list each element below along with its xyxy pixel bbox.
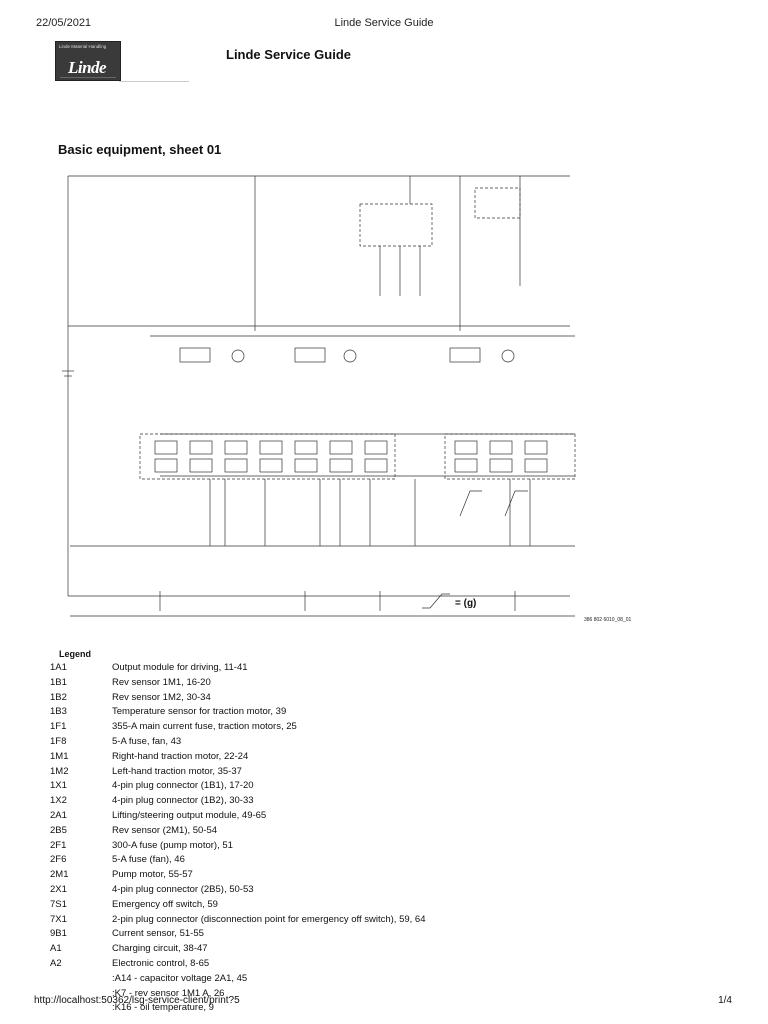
- legend-code: 9B1: [50, 928, 67, 940]
- legend-row: 7X1 2-pin plug connector (disconnection p…: [50, 913, 700, 928]
- legend-desc: Current sensor, 51-55: [112, 928, 204, 940]
- logo-underline: [119, 81, 189, 82]
- legend-row: 1F1 355-A main current fuse, traction mot…: [50, 720, 700, 735]
- legend-desc: 300-A fuse (pump motor), 51: [112, 839, 233, 851]
- legend-desc: 355-A main current fuse, traction motors…: [112, 721, 297, 733]
- legend-desc: 4-pin plug connector (1B1), 17-20: [112, 780, 254, 792]
- legend-code: 1B2: [50, 691, 67, 703]
- legend-row: 1M1 Right-hand traction motor, 22-24: [50, 750, 700, 765]
- legend-row: 2M1 Pump motor, 55-57: [50, 868, 700, 883]
- legend-row: 1A1 Output module for driving, 11-41: [50, 661, 700, 676]
- legend-row: 1X1 4-pin plug connector (1B1), 17-20: [50, 779, 700, 794]
- legend-desc: Emergency off switch, 59: [112, 898, 218, 910]
- legend-code: 7S1: [50, 898, 67, 910]
- legend-desc: 5-A fuse, fan, 43: [112, 735, 182, 747]
- legend-row: A2 Electronic control, 8-65: [50, 957, 700, 972]
- legend-row: 2B5 Rev sensor (2M1), 50-54: [50, 824, 700, 839]
- legend-desc: Rev sensor 1M1, 16-20: [112, 676, 211, 688]
- print-header-title: Linde Service Guide: [334, 17, 434, 29]
- legend-code: 1F8: [50, 735, 67, 747]
- legend-code: 1X2: [50, 795, 67, 807]
- legend-desc: Rev sensor 1M2, 30-34: [112, 691, 211, 703]
- legend-code: 2F6: [50, 854, 67, 866]
- legend-row: :K7 - rev sensor 1M1 A, 26: [50, 987, 700, 1002]
- linde-logo: Linde Material Handling Linde: [55, 41, 121, 81]
- legend-row: 1M2 Left-hand traction motor, 35-37: [50, 765, 700, 780]
- legend-code: 2F1: [50, 839, 67, 851]
- legend-desc: Charging circuit, 38-47: [112, 943, 208, 955]
- legend-desc: Electronic control, 8-65: [112, 957, 210, 969]
- legend-row: 1B2 Rev sensor 1M2, 30-34: [50, 691, 700, 706]
- gain-symbol-label: = (g): [455, 598, 476, 609]
- legend-code: 2B5: [50, 824, 67, 836]
- legend-row: A1 Charging circuit, 38-47: [50, 942, 700, 957]
- legend-row: :A14 - capacitor voltage 2A1, 45: [50, 972, 700, 987]
- legend-row: 1B3 Temperature sensor for traction motor…: [50, 705, 700, 720]
- legend-desc: :A14 - capacitor voltage 2A1, 45: [112, 972, 248, 984]
- sheet-title: Basic equipment, sheet 01: [58, 142, 222, 157]
- legend-code: 2M1: [50, 869, 69, 881]
- legend-desc: Right-hand traction motor, 22-24: [112, 750, 249, 762]
- legend-row: 2A1 Lifting/steering output module, 49-65: [50, 809, 700, 824]
- legend-code: 2X1: [50, 883, 67, 895]
- wiring-schematic: = (g) 386 802 6010_08_01: [62, 175, 631, 623]
- legend-code: 1A1: [50, 662, 67, 673]
- guide-title: Linde Service Guide: [226, 47, 351, 62]
- legend-row: 2F6 5-A fuse (fan), 46: [50, 853, 700, 868]
- legend-code: 1B3: [50, 706, 67, 718]
- logo-divider: [60, 77, 116, 78]
- logo-tagline: Linde Material Handling: [59, 44, 107, 49]
- print-date: 22/05/2021: [36, 17, 92, 29]
- drawing-number: 386 802 6010_08_01: [584, 617, 631, 623]
- legend-desc: 2-pin plug connector (disconnection poin…: [112, 913, 426, 925]
- legend-code: A2: [50, 957, 62, 969]
- legend-row: :K16 - oil temperature, 9: [50, 1001, 700, 1016]
- legend-row: 2F1 300-A fuse (pump motor), 51: [50, 839, 700, 854]
- legend-desc: Output module for driving, 11-41: [112, 662, 248, 673]
- legend-desc: Pump motor, 55-57: [112, 869, 193, 881]
- legend-heading: Legend: [59, 649, 92, 659]
- legend-code: 2A1: [50, 809, 67, 821]
- legend-row: 1F8 5-A fuse, fan, 43: [50, 735, 700, 750]
- legend-row: 7S1 Emergency off switch, 59: [50, 898, 700, 913]
- legend-desc: :K16 - oil temperature, 9: [112, 1002, 214, 1014]
- legend-desc: Rev sensor (2M1), 50-54: [112, 824, 218, 836]
- page-number: 1/4: [718, 995, 732, 1006]
- legend-code: A1: [50, 943, 62, 955]
- legend-row: 9B1 Current sensor, 51-55: [50, 927, 700, 942]
- legend-code: 1B1: [50, 676, 67, 688]
- legend-desc: Temperature sensor for traction motor, 3…: [112, 706, 287, 718]
- legend-desc: 4-pin plug connector (2B5), 50-53: [112, 883, 254, 895]
- logo-wordmark: Linde: [68, 58, 107, 77]
- print-url: http://localhost:50362/lsg-service-clien…: [34, 995, 240, 1006]
- legend-desc: 4-pin plug connector (1B2), 30-33: [112, 795, 254, 807]
- legend-row: 2X1 4-pin plug connector (2B5), 50-53: [50, 883, 700, 898]
- legend-row: 1X2 4-pin plug connector (1B2), 30-33: [50, 794, 700, 809]
- legend-desc: Left-hand traction motor, 35-37: [112, 765, 242, 777]
- legend-code: 1X1: [50, 780, 67, 792]
- legend-code: 1M2: [50, 765, 69, 777]
- legend-code: 7X1: [50, 913, 67, 925]
- legend-desc: Lifting/steering output module, 49-65: [112, 809, 267, 821]
- legend-code: 1F1: [50, 721, 67, 733]
- legend-desc: 5-A fuse (fan), 46: [112, 854, 185, 866]
- legend-row: 1B1 Rev sensor 1M1, 16-20: [50, 676, 700, 691]
- legend-desc: :K7 - rev sensor 1M1 A, 26: [112, 987, 225, 999]
- legend-code: 1M1: [50, 750, 69, 762]
